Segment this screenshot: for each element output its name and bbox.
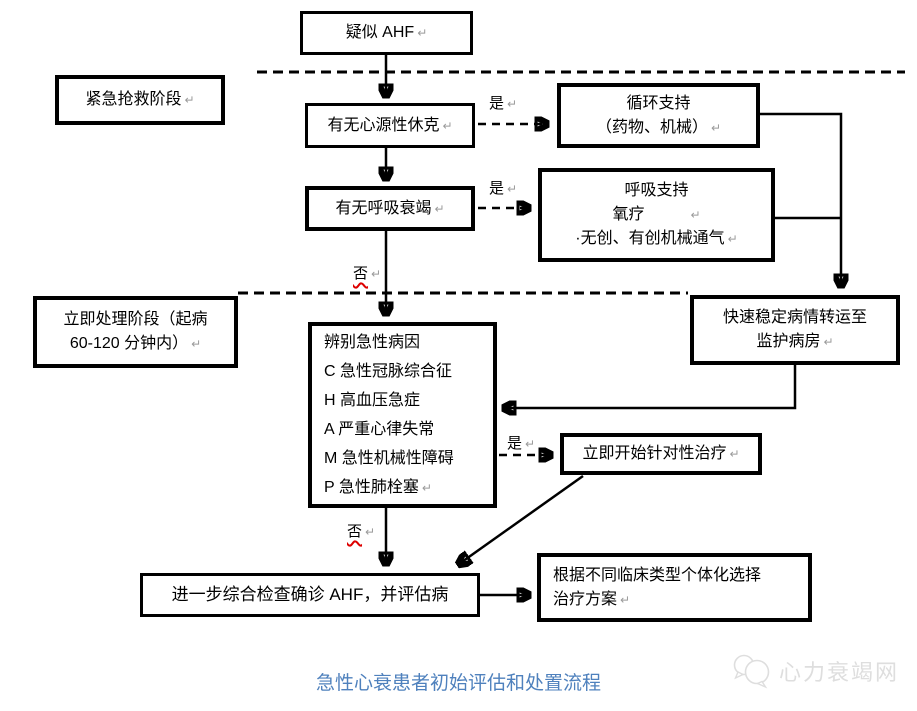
line-transfer-to-cause — [504, 365, 797, 408]
node-text: 有无呼吸衰竭↵ — [335, 197, 444, 221]
node-label: H 高血压急症 — [324, 391, 421, 409]
return-mark: ↵ — [421, 480, 432, 495]
node-text: P 急性肺栓塞↵ — [324, 473, 432, 503]
node-label: C 急性冠脉综合征 — [324, 362, 453, 380]
label-yes-cause: 是↵ — [506, 432, 537, 453]
return-mark: ↵ — [525, 437, 536, 451]
label-no-resp: 否↵ — [352, 262, 383, 283]
node-text: 治疗方案↵ — [553, 588, 630, 612]
node-identify-cause: 辨别急性病因 C 急性冠脉综合征 H 高血压急症 A 严重心律失常 M 急性机械… — [308, 322, 497, 508]
return-mark: ↵ — [507, 97, 518, 111]
return-mark: ↵ — [727, 232, 738, 246]
node-cardiogenic-shock: 有无心源性休克↵ — [305, 103, 475, 148]
node-text: 根据不同临床类型个体化选择 — [553, 564, 761, 588]
return-mark: ↵ — [507, 182, 518, 196]
node-targeted-treatment: 立即开始针对性治疗↵ — [560, 433, 762, 475]
label-text: 是 — [489, 180, 505, 197]
return-mark: ↵ — [442, 118, 453, 133]
node-label: 辨别急性病因 — [324, 333, 421, 351]
return-mark: ↵ — [690, 208, 701, 222]
node-text: ·无创、有创机械通气↵ — [575, 227, 737, 251]
watermark: 心力衰竭网 — [731, 653, 899, 689]
node-label: 立即处理阶段（起病 — [63, 311, 208, 328]
node-further-exam: 进一步综合检查确诊 AHF，并评估病 — [140, 573, 480, 617]
node-label: A 严重心律失常 — [324, 420, 435, 438]
node-text: 监护病房↵ — [756, 330, 833, 354]
node-text: 有无心源性休克↵ — [327, 114, 452, 138]
label-yes-shock: 是↵ — [488, 92, 519, 113]
node-label: P 急性肺栓塞 — [324, 478, 419, 496]
node-label: 循环支持 — [626, 94, 691, 112]
node-label: 立即开始针对性治疗 — [582, 445, 727, 462]
node-text: 60-120 分钟内）↵ — [70, 332, 201, 356]
node-label: M 急性机械性障碍 — [324, 449, 454, 467]
label-no-cause: 否↵ — [346, 520, 377, 541]
node-label: ·无创、有创机械通气 — [575, 230, 725, 247]
return-mark: ↵ — [191, 337, 202, 351]
return-mark: ↵ — [620, 592, 631, 607]
node-individualized-plan: 根据不同临床类型个体化选择 治疗方案↵ — [537, 553, 812, 622]
return-mark: ↵ — [710, 120, 722, 135]
label-yes-resp: 是↵ — [488, 177, 519, 198]
chat-bubbles-icon — [733, 654, 770, 689]
return-mark: ↵ — [184, 93, 195, 107]
node-text: A 严重心律失常 — [324, 415, 434, 444]
node-transfer-ward: 快速稳定病情转运至 监护病房↵ — [690, 295, 900, 365]
return-mark: ↵ — [823, 335, 834, 349]
node-label: 疑似 AHF — [345, 24, 415, 41]
node-text: （药物、机械）↵ — [596, 116, 721, 140]
node-phase-immediate: 立即处理阶段（起病 60-120 分钟内）↵ — [33, 296, 238, 368]
node-text: C 急性冠脉综合征 — [324, 357, 452, 386]
node-text: 立即处理阶段（起病 — [63, 308, 207, 332]
node-label: 治疗方案 — [553, 590, 618, 608]
node-label: 有无呼吸衰竭 — [335, 199, 432, 217]
node-text: 呼吸支持 — [624, 179, 688, 203]
node-text: 循环支持 — [626, 92, 690, 116]
node-label: 进一步综合检查确诊 AHF，并评估病 — [171, 585, 449, 604]
node-label: 快速稳定病情转运至 — [722, 309, 867, 326]
return-mark: ↵ — [417, 26, 428, 40]
node-text: 快速稳定病情转运至 — [723, 306, 867, 330]
node-label: 紧急抢救阶段 — [85, 91, 182, 108]
node-label: （药物、机械） — [595, 118, 708, 136]
return-mark: ↵ — [365, 525, 376, 539]
node-text: M 急性机械性障碍 — [324, 444, 454, 473]
watermark-text: 心力衰竭网 — [779, 660, 900, 685]
line-circulatory-to-transfer — [760, 112, 841, 286]
line-treatment-to-exam — [459, 474, 584, 564]
return-mark: ↵ — [729, 447, 740, 461]
node-text: H 高血压急症 — [324, 386, 420, 415]
node-label: 有无心源性休克 — [327, 116, 440, 134]
figure-caption: 急性心衰患者初始评估和处置流程 — [315, 673, 601, 694]
node-label: 60-120 分钟内） — [69, 335, 189, 352]
return-mark: ↵ — [371, 267, 382, 281]
node-label: 监护病房 — [756, 333, 821, 350]
node-text: 疑似 AHF↵ — [346, 21, 428, 45]
label-text: 是 — [507, 435, 523, 452]
node-label: 呼吸支持 — [624, 182, 689, 199]
node-text: 紧急抢救阶段↵ — [85, 88, 194, 112]
node-respiratory-support: 呼吸支持 氧疗↵ ·无创、有创机械通气↵ — [538, 168, 775, 262]
return-mark: ↵ — [434, 201, 445, 216]
node-circulatory-support: 循环支持 （药物、机械）↵ — [557, 83, 760, 148]
node-respiratory-failure: 有无呼吸衰竭↵ — [305, 186, 475, 231]
node-text: 立即开始针对性治疗↵ — [582, 442, 739, 466]
label-text: 否 — [347, 523, 363, 540]
label-text: 否 — [353, 265, 369, 282]
node-label: 根据不同临床类型个体化选择 — [553, 566, 762, 584]
node-text: 氧疗 ↵ — [612, 203, 700, 227]
node-text: 进一步综合检查确诊 AHF，并评估病 — [172, 583, 449, 607]
node-label: 氧疗 — [612, 206, 645, 223]
node-text: 辨别急性病因 — [324, 328, 420, 357]
node-suspected-ahf: 疑似 AHF↵ — [300, 11, 473, 55]
label-text: 是 — [489, 95, 505, 112]
node-phase-emergency: 紧急抢救阶段↵ — [55, 75, 225, 125]
